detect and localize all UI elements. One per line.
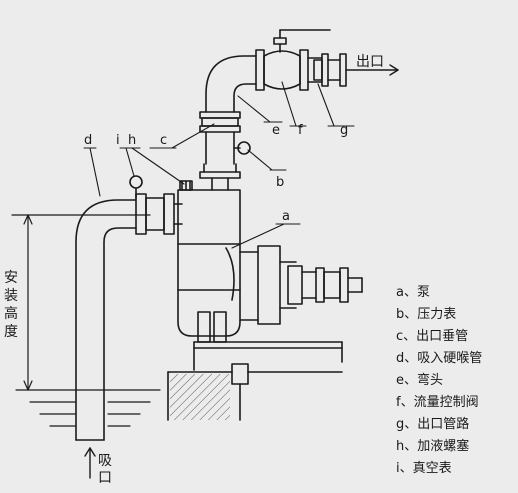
vacuum-gauge xyxy=(129,175,143,199)
label-g: g xyxy=(340,123,348,138)
pump-body xyxy=(177,189,363,337)
legend-item: h、加液螺塞 xyxy=(396,438,469,454)
label-a: a xyxy=(282,209,290,224)
height-label-4: 度 xyxy=(4,324,18,340)
pump-base xyxy=(193,311,343,371)
label-i: i xyxy=(116,133,120,148)
suction-pipe xyxy=(75,199,137,441)
outlet-pipe xyxy=(307,53,347,87)
suction-flanges xyxy=(135,193,183,235)
height-label-3: 高 xyxy=(4,305,18,322)
legend-item: a、泵 xyxy=(396,285,430,300)
height-label-1: 安 xyxy=(4,270,18,286)
label-d: d xyxy=(84,133,92,148)
inlet-label-1: 吸 xyxy=(98,453,112,469)
legend-item: i、真空表 xyxy=(396,461,452,476)
installation-height-dimension xyxy=(11,214,151,391)
foundation xyxy=(167,363,343,421)
flow-control-valve xyxy=(255,29,331,91)
label-b: b xyxy=(276,175,284,190)
legend-item: g、出口管路 xyxy=(396,416,469,432)
legend-item: d、吸入硬喉管 xyxy=(396,351,482,366)
inlet-arrow xyxy=(84,447,96,479)
outlet-vertical-pipe xyxy=(199,111,241,191)
leader-lines xyxy=(89,81,335,249)
legend-item: c、出口垂管 xyxy=(396,329,468,344)
inlet-label-2: 口 xyxy=(98,470,112,486)
height-label-2: 装 xyxy=(4,288,18,304)
label-f: f xyxy=(298,123,303,138)
label-e: e xyxy=(272,123,280,138)
outlet-arrow xyxy=(345,64,399,76)
outlet-label: 出口 xyxy=(356,54,384,70)
water-surface xyxy=(15,389,161,427)
legend-item: b、压力表 xyxy=(396,307,456,322)
legend: a、泵 b、压力表 c、出口垂管 d、吸入硬喉管 e、弯头 f、流量控制阀 g、… xyxy=(396,285,482,476)
legend-item: e、弯头 xyxy=(396,372,443,388)
elbow xyxy=(205,55,257,113)
legend-item: f、流量控制阀 xyxy=(396,395,479,410)
leader-underlines xyxy=(83,121,355,225)
label-c: c xyxy=(160,133,167,148)
label-h: h xyxy=(128,133,136,148)
pressure-gauge xyxy=(233,141,251,155)
